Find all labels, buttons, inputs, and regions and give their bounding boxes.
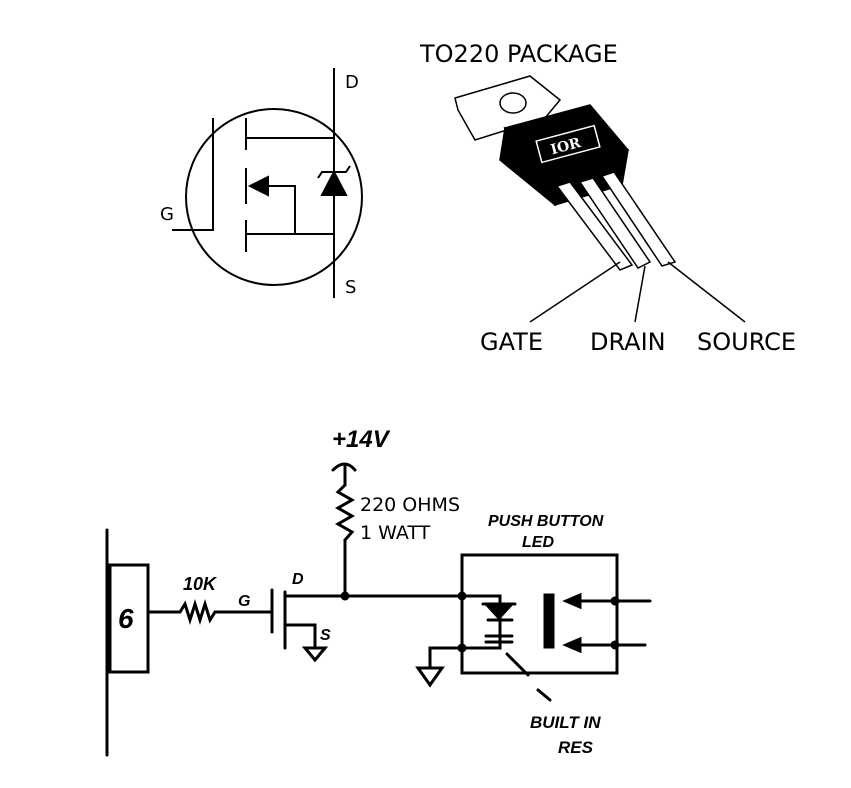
led-driver-schematic (105, 462, 652, 757)
pin-source-label: SOURCE (697, 328, 796, 356)
drain-label: D (345, 72, 359, 93)
package-title: TO220 PACKAGE (419, 40, 618, 68)
push-button-label: PUSH BUTTON (488, 513, 604, 530)
pin-gate-label: GATE (480, 328, 543, 356)
ior-logo: IOR (549, 135, 583, 158)
res-label: RES (558, 738, 594, 757)
to220-package-drawing (454, 75, 746, 323)
pin-drain-label: DRAIN (590, 328, 666, 356)
resistor-power-label: 1 WATT (360, 522, 431, 544)
schematic-drain-label: D (292, 571, 304, 588)
built-in-label: BUILT IN (530, 713, 601, 732)
led-label: LED (522, 534, 554, 551)
gate-resistor-label: 10K (183, 574, 218, 594)
gate-label: G (160, 204, 174, 225)
resistor-value-label: 220 OHMS (360, 494, 460, 516)
schematic-source-label: S (320, 627, 331, 644)
mosfet-symbol (172, 68, 363, 298)
pin-number-label: 6 (118, 603, 134, 634)
source-label: S (345, 277, 356, 298)
schematic-gate-label: G (238, 593, 250, 610)
supply-voltage-label: +14V (332, 426, 391, 453)
